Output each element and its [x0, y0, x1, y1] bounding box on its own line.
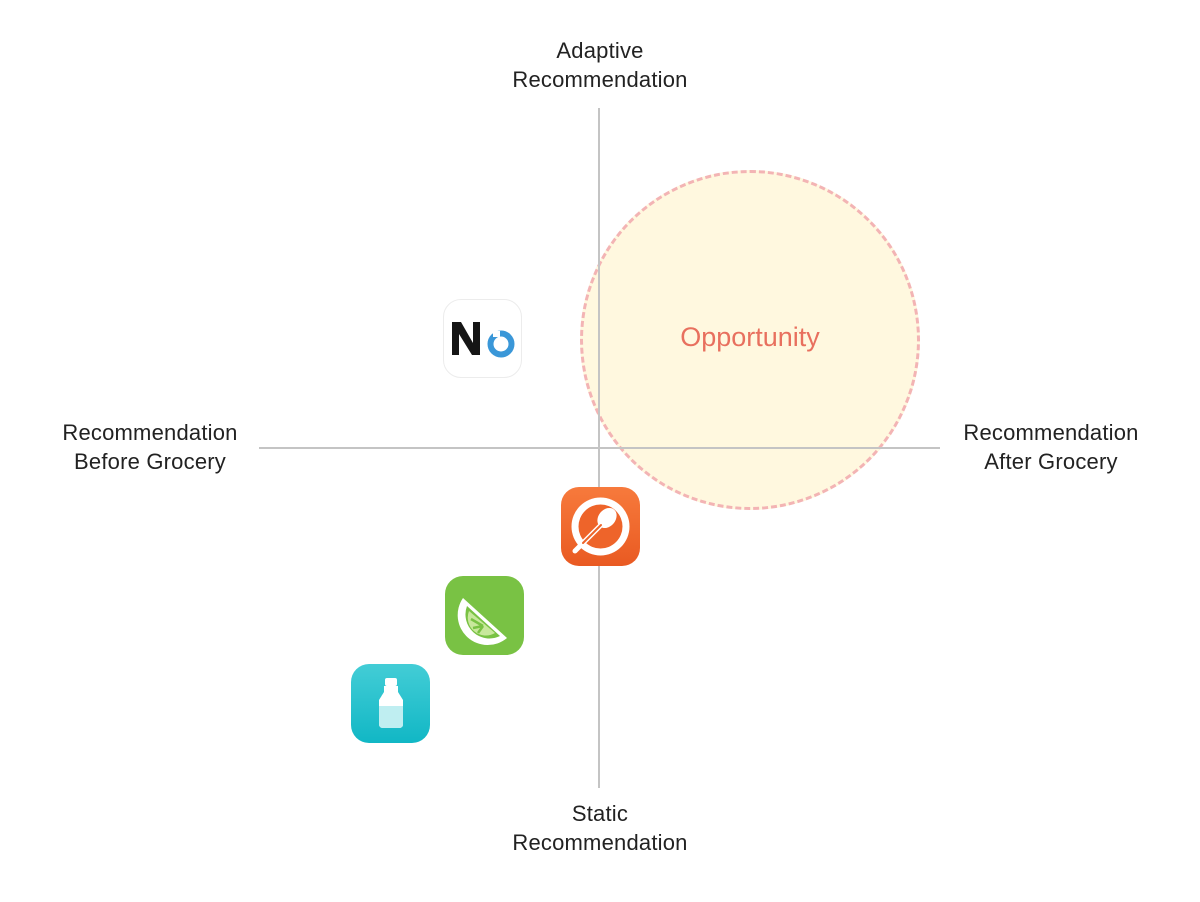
spoon-icon [561, 487, 640, 566]
axis-label-top: Adaptive Recommendation [450, 36, 750, 94]
lime-icon [445, 576, 524, 655]
axis-label-right: Recommendation After Grocery [920, 418, 1182, 476]
axis-label-top-line-2: Recommendation [512, 67, 688, 92]
axis-label-left-line-2: Before Grocery [74, 449, 226, 474]
axis-label-bottom-line-2: Recommendation [512, 830, 688, 855]
vertical-axis [598, 108, 600, 788]
axis-label-bottom: Static Recommendation [450, 799, 750, 857]
no-logo-icon: No [443, 299, 522, 378]
axis-label-right-line-2: After Grocery [984, 449, 1118, 474]
opportunity-label: Opportunity [680, 322, 820, 352]
axis-label-right-line-1: Recommendation [963, 420, 1139, 445]
axis-label-left-line-1: Recommendation [62, 420, 238, 445]
opportunity-circle [580, 170, 920, 510]
axis-label-left: Recommendation Before Grocery [20, 418, 280, 476]
axis-label-bottom-line-1: Static [571, 801, 629, 826]
milk-bottle-icon [351, 664, 430, 743]
axis-label-top-line-1: Adaptive [556, 38, 644, 63]
